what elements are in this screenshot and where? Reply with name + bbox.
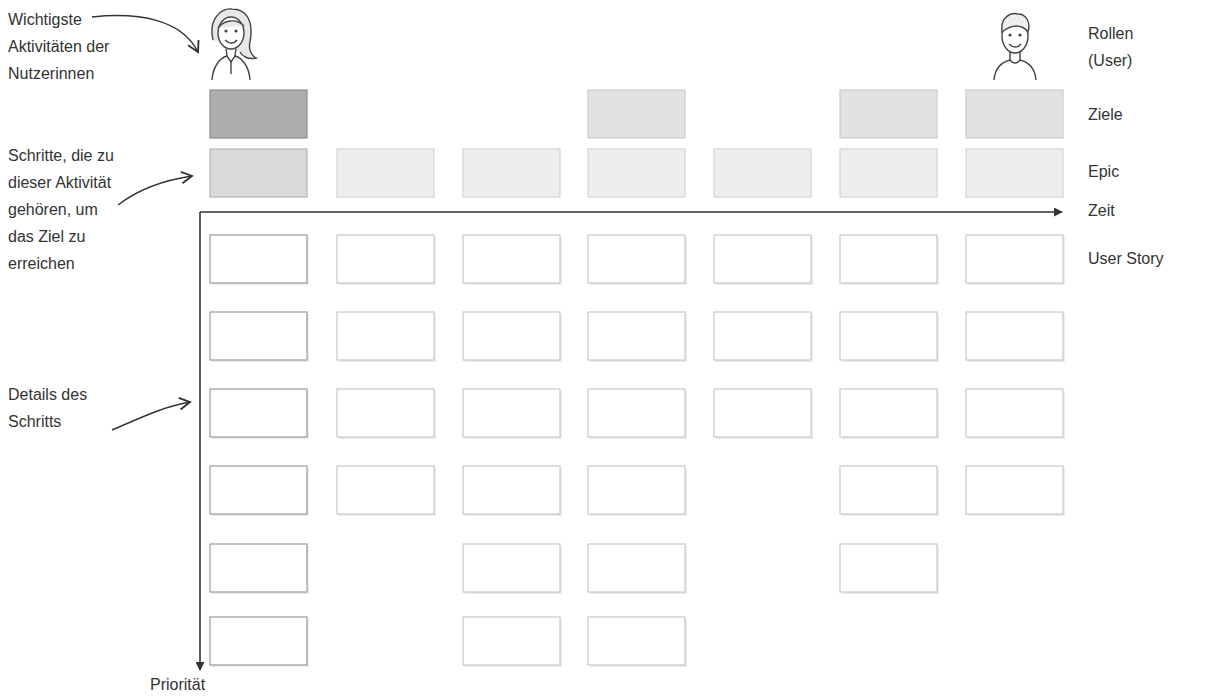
story-card	[714, 312, 811, 360]
story-card	[588, 389, 685, 437]
leader-arrow	[112, 402, 190, 430]
story-card	[588, 235, 685, 283]
story-card	[840, 466, 937, 514]
row-label: Epic	[1088, 161, 1119, 183]
story-card	[463, 544, 560, 592]
epic-card	[966, 149, 1063, 197]
epic-card	[210, 149, 307, 197]
epic-card	[714, 149, 811, 197]
goal-card	[210, 90, 307, 138]
story-card	[337, 466, 434, 514]
story-card	[840, 312, 937, 360]
epic-card	[337, 149, 434, 197]
male-user-icon	[994, 14, 1036, 80]
story-card	[588, 617, 685, 665]
leader-arrow	[118, 176, 192, 205]
story-card	[337, 312, 434, 360]
story-card	[210, 617, 307, 665]
time-axis	[200, 211, 1062, 213]
story-card	[210, 312, 307, 360]
story-card	[588, 466, 685, 514]
story-card	[966, 312, 1063, 360]
goal-card	[840, 90, 937, 138]
axis-label: Priorität	[150, 674, 205, 696]
story-card	[840, 235, 937, 283]
annotation-note: Schritte, die zu dieser Aktivität gehöre…	[8, 142, 116, 277]
story-card	[840, 544, 937, 592]
story-card	[966, 389, 1063, 437]
story-card	[966, 466, 1063, 514]
story-card	[463, 466, 560, 514]
story-card	[463, 235, 560, 283]
story-card	[463, 389, 560, 437]
epic-card	[588, 149, 685, 197]
story-card	[463, 617, 560, 665]
row-label: User Story	[1088, 248, 1164, 270]
story-card	[588, 544, 685, 592]
goal-card	[966, 90, 1063, 138]
row-label: Rollen (User)	[1088, 20, 1163, 74]
story-card	[463, 312, 560, 360]
female-user-icon	[212, 9, 256, 80]
story-card	[714, 235, 811, 283]
annotation-note: Wichtigste Aktivitäten der Nutzerinnen	[8, 6, 138, 87]
story-card	[588, 312, 685, 360]
story-card	[210, 466, 307, 514]
story-card	[714, 389, 811, 437]
story-card	[337, 235, 434, 283]
priority-axis	[199, 212, 201, 670]
story-card	[840, 389, 937, 437]
story-card	[337, 389, 434, 437]
story-grid	[210, 90, 1065, 667]
row-label: Ziele	[1088, 104, 1123, 126]
story-card	[210, 544, 307, 592]
epic-card	[463, 149, 560, 197]
annotation-note: Details des Schritts	[8, 381, 123, 435]
story-card	[210, 235, 307, 283]
story-card	[210, 389, 307, 437]
goal-card	[588, 90, 685, 138]
axis-label: Zeit	[1088, 200, 1115, 222]
epic-card	[840, 149, 937, 197]
story-card	[966, 235, 1063, 283]
